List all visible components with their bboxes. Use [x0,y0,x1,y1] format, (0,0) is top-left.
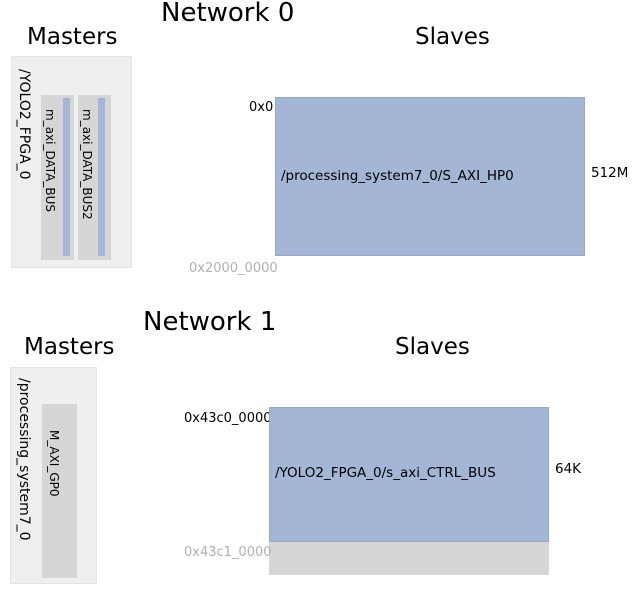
network-1-slave-name: /YOLO2_FPGA_0/s_axi_CTRL_BUS [275,465,496,481]
network-0-port-0-label: m_axi_DATA_BUS [43,109,57,213]
network-1-end-address: 0x43c1_0000 [184,545,272,560]
network-1-slave-size: 64K [555,461,582,477]
network-0-slave-size: 512M [591,165,629,181]
network-0-slaves-header: Slaves [415,24,490,50]
network-1-slave-segment[interactable]: /YOLO2_FPGA_0/s_axi_CTRL_BUS [269,407,549,542]
network-1-master-name: /processing_system7_0 [16,378,32,541]
network-0-master-block[interactable]: /YOLO2_FPGA_0 m_axi_DATA_BUS m_axi_DATA_… [11,56,132,268]
network-0-port-1-label: m_axi_DATA_BUS2 [80,109,94,220]
network-1-master-block[interactable]: /processing_system7_0 M_AXI_GP0 [10,367,97,584]
network-1-port-0-label: M_AXI_GP0 [47,430,61,497]
network-1-title: Network 1 [143,307,277,337]
network-1-slaves-header: Slaves [395,334,470,360]
network-0-title: Network 0 [161,0,295,28]
network-0-port-1[interactable]: m_axi_DATA_BUS2 [78,95,111,260]
network-0-end-address: 0x2000_0000 [189,261,278,276]
network-1-unmapped-segment [269,542,549,575]
network-0-port-0[interactable]: m_axi_DATA_BUS [41,95,74,260]
network-0-masters-header: Masters [27,24,118,50]
network-0-port-0-bar [63,98,70,256]
network-0-port-1-bar [98,98,105,256]
network-1-port-0[interactable]: M_AXI_GP0 [42,404,77,578]
network-1-masters-header: Masters [24,334,115,360]
network-0-slave-segment[interactable]: /processing_system7_0/S_AXI_HP0 [275,97,585,256]
network-0-master-name: /YOLO2_FPGA_0 [16,69,32,180]
network-0-start-address: 0x0 [249,100,274,115]
network-1-start-address: 0x43c0_0000 [184,411,272,426]
network-0-slave-name: /processing_system7_0/S_AXI_HP0 [281,168,514,184]
